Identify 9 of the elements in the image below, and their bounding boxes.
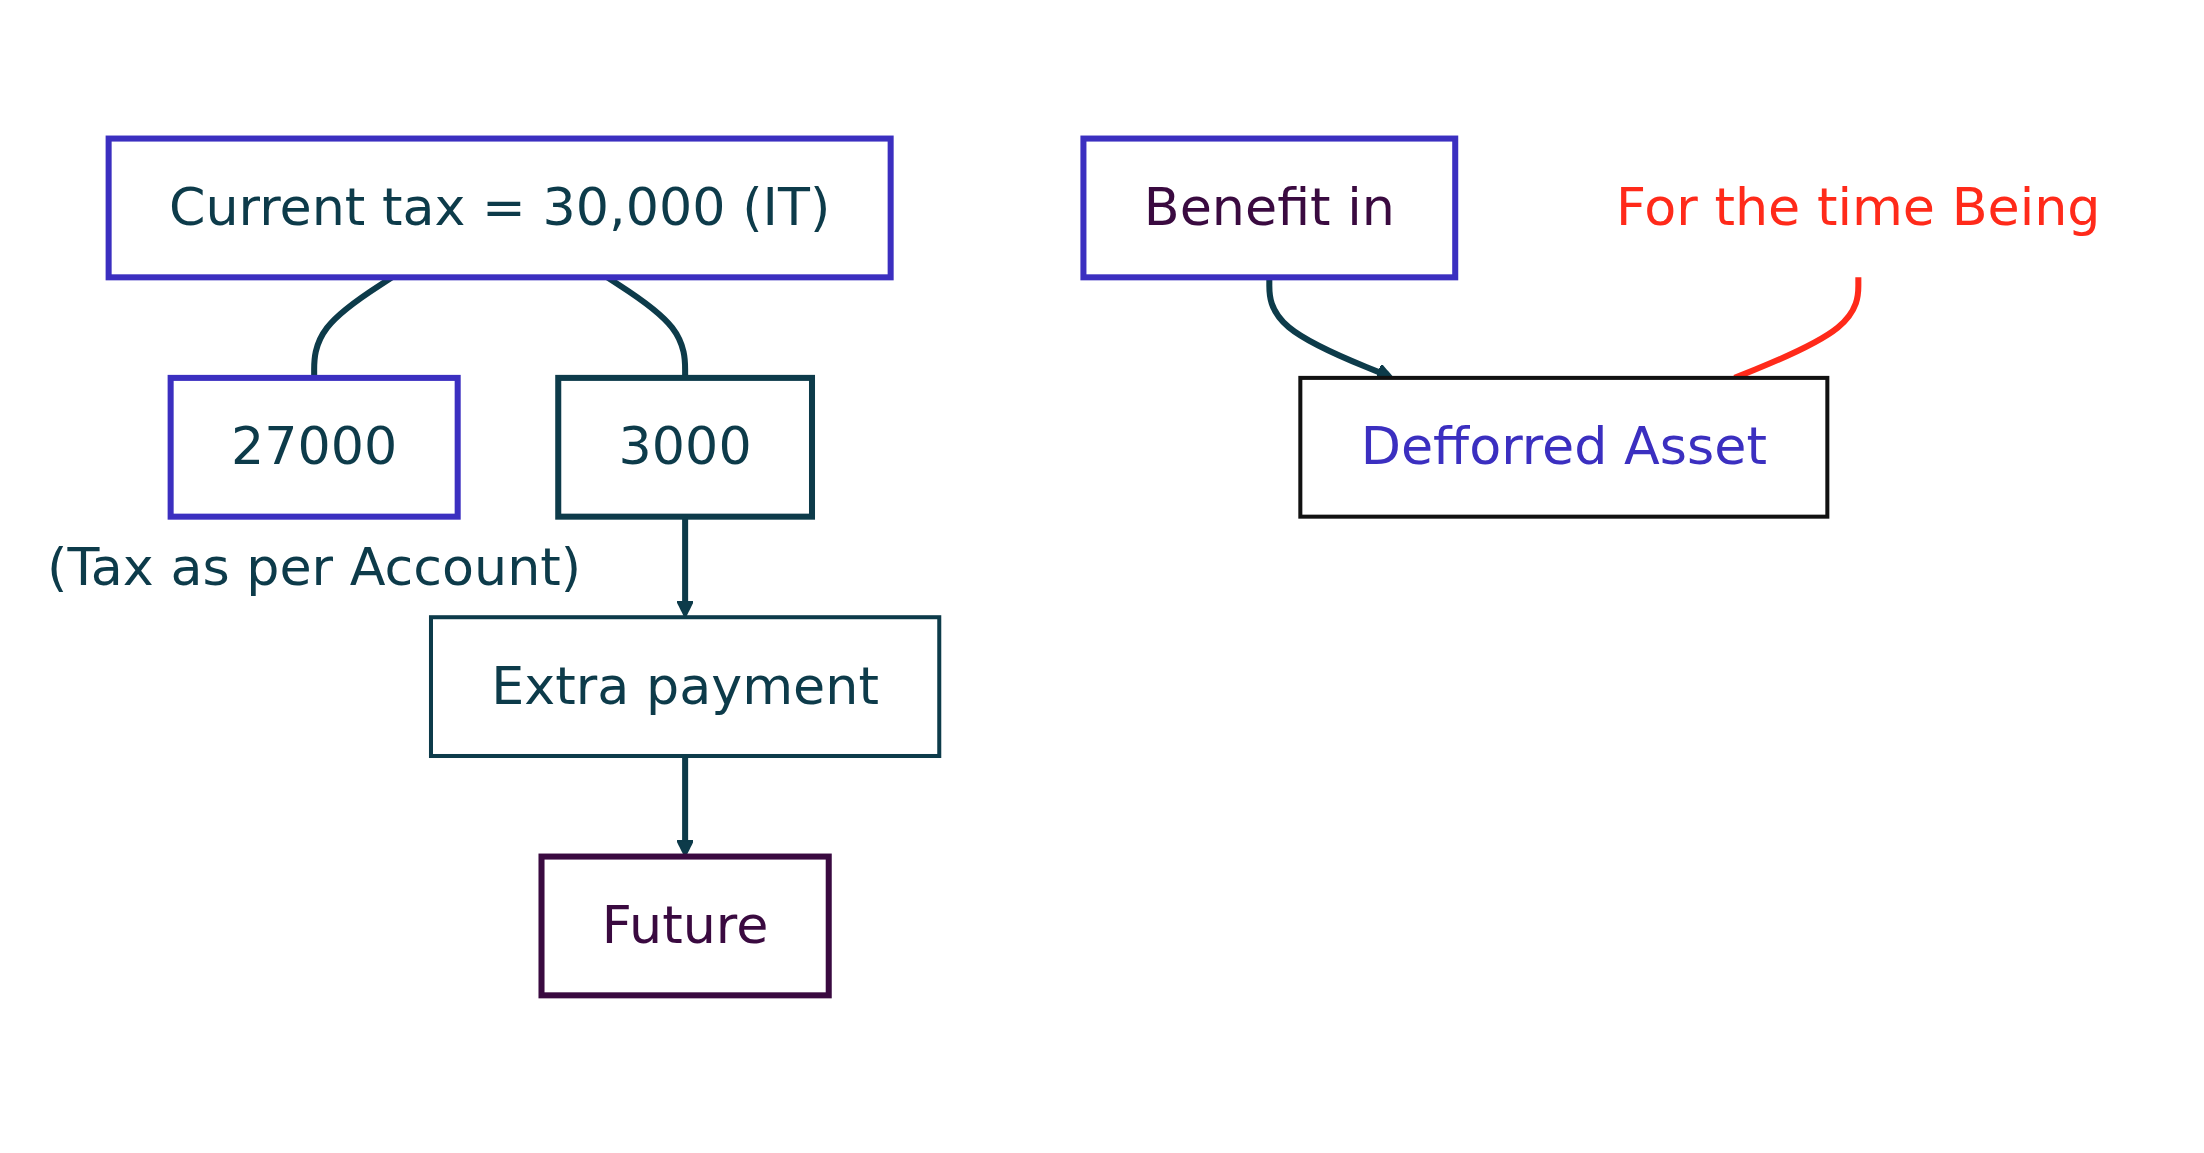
node-box: 27000	[167, 374, 461, 520]
node-box: Extra payment	[429, 614, 942, 758]
node-box: Defforred Asset	[1298, 375, 1830, 519]
node-text: For the time Being	[1616, 176, 2101, 237]
node-box: 3000	[555, 374, 815, 520]
node-box: Current tax = 30,000 (IT)	[105, 135, 894, 280]
node-note: (Tax as per Account)	[47, 535, 582, 597]
node-box: Future	[538, 853, 832, 998]
node-box: Benefit in	[1080, 135, 1459, 280]
